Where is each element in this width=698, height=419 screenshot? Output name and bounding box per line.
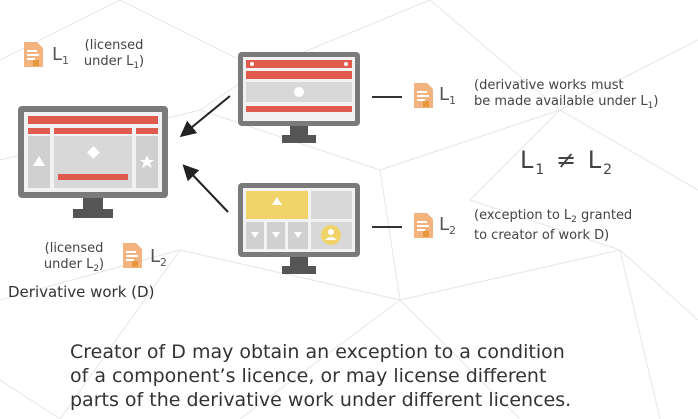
license-doc-icon bbox=[24, 42, 43, 67]
license-inequality: L1 ≠ L2 bbox=[520, 146, 614, 178]
derivative-license-label: L2 bbox=[150, 246, 168, 269]
license-doc-icon bbox=[414, 213, 433, 238]
derivative-monitor bbox=[18, 106, 168, 218]
component1-license-label: L1 bbox=[439, 84, 457, 107]
arrow-from-component-1 bbox=[179, 95, 231, 138]
component2-license-label: L2 bbox=[439, 214, 457, 237]
license-doc-icon bbox=[414, 83, 433, 108]
derivative-work-label: Derivative work (D) bbox=[8, 283, 155, 301]
connector-dash bbox=[372, 96, 402, 98]
component2-license-note: (exception to L2 granted to creator of w… bbox=[474, 208, 633, 243]
component-monitor-2 bbox=[238, 183, 360, 274]
top-left-license-label: L1 bbox=[52, 44, 70, 67]
component1-license-note: (derivative works must be made available… bbox=[474, 78, 659, 111]
caption: Creator of D may obtain an exception to … bbox=[70, 341, 572, 411]
derivative-license-note: (licensed under L2) bbox=[43, 241, 105, 274]
connector-dash bbox=[372, 226, 402, 228]
component-monitor-1 bbox=[238, 52, 360, 143]
top-left-license-note: (licensed under L1) bbox=[83, 38, 145, 71]
arrows bbox=[179, 95, 231, 213]
license-doc-icon bbox=[123, 243, 142, 268]
arrow-from-component-2 bbox=[182, 164, 229, 213]
